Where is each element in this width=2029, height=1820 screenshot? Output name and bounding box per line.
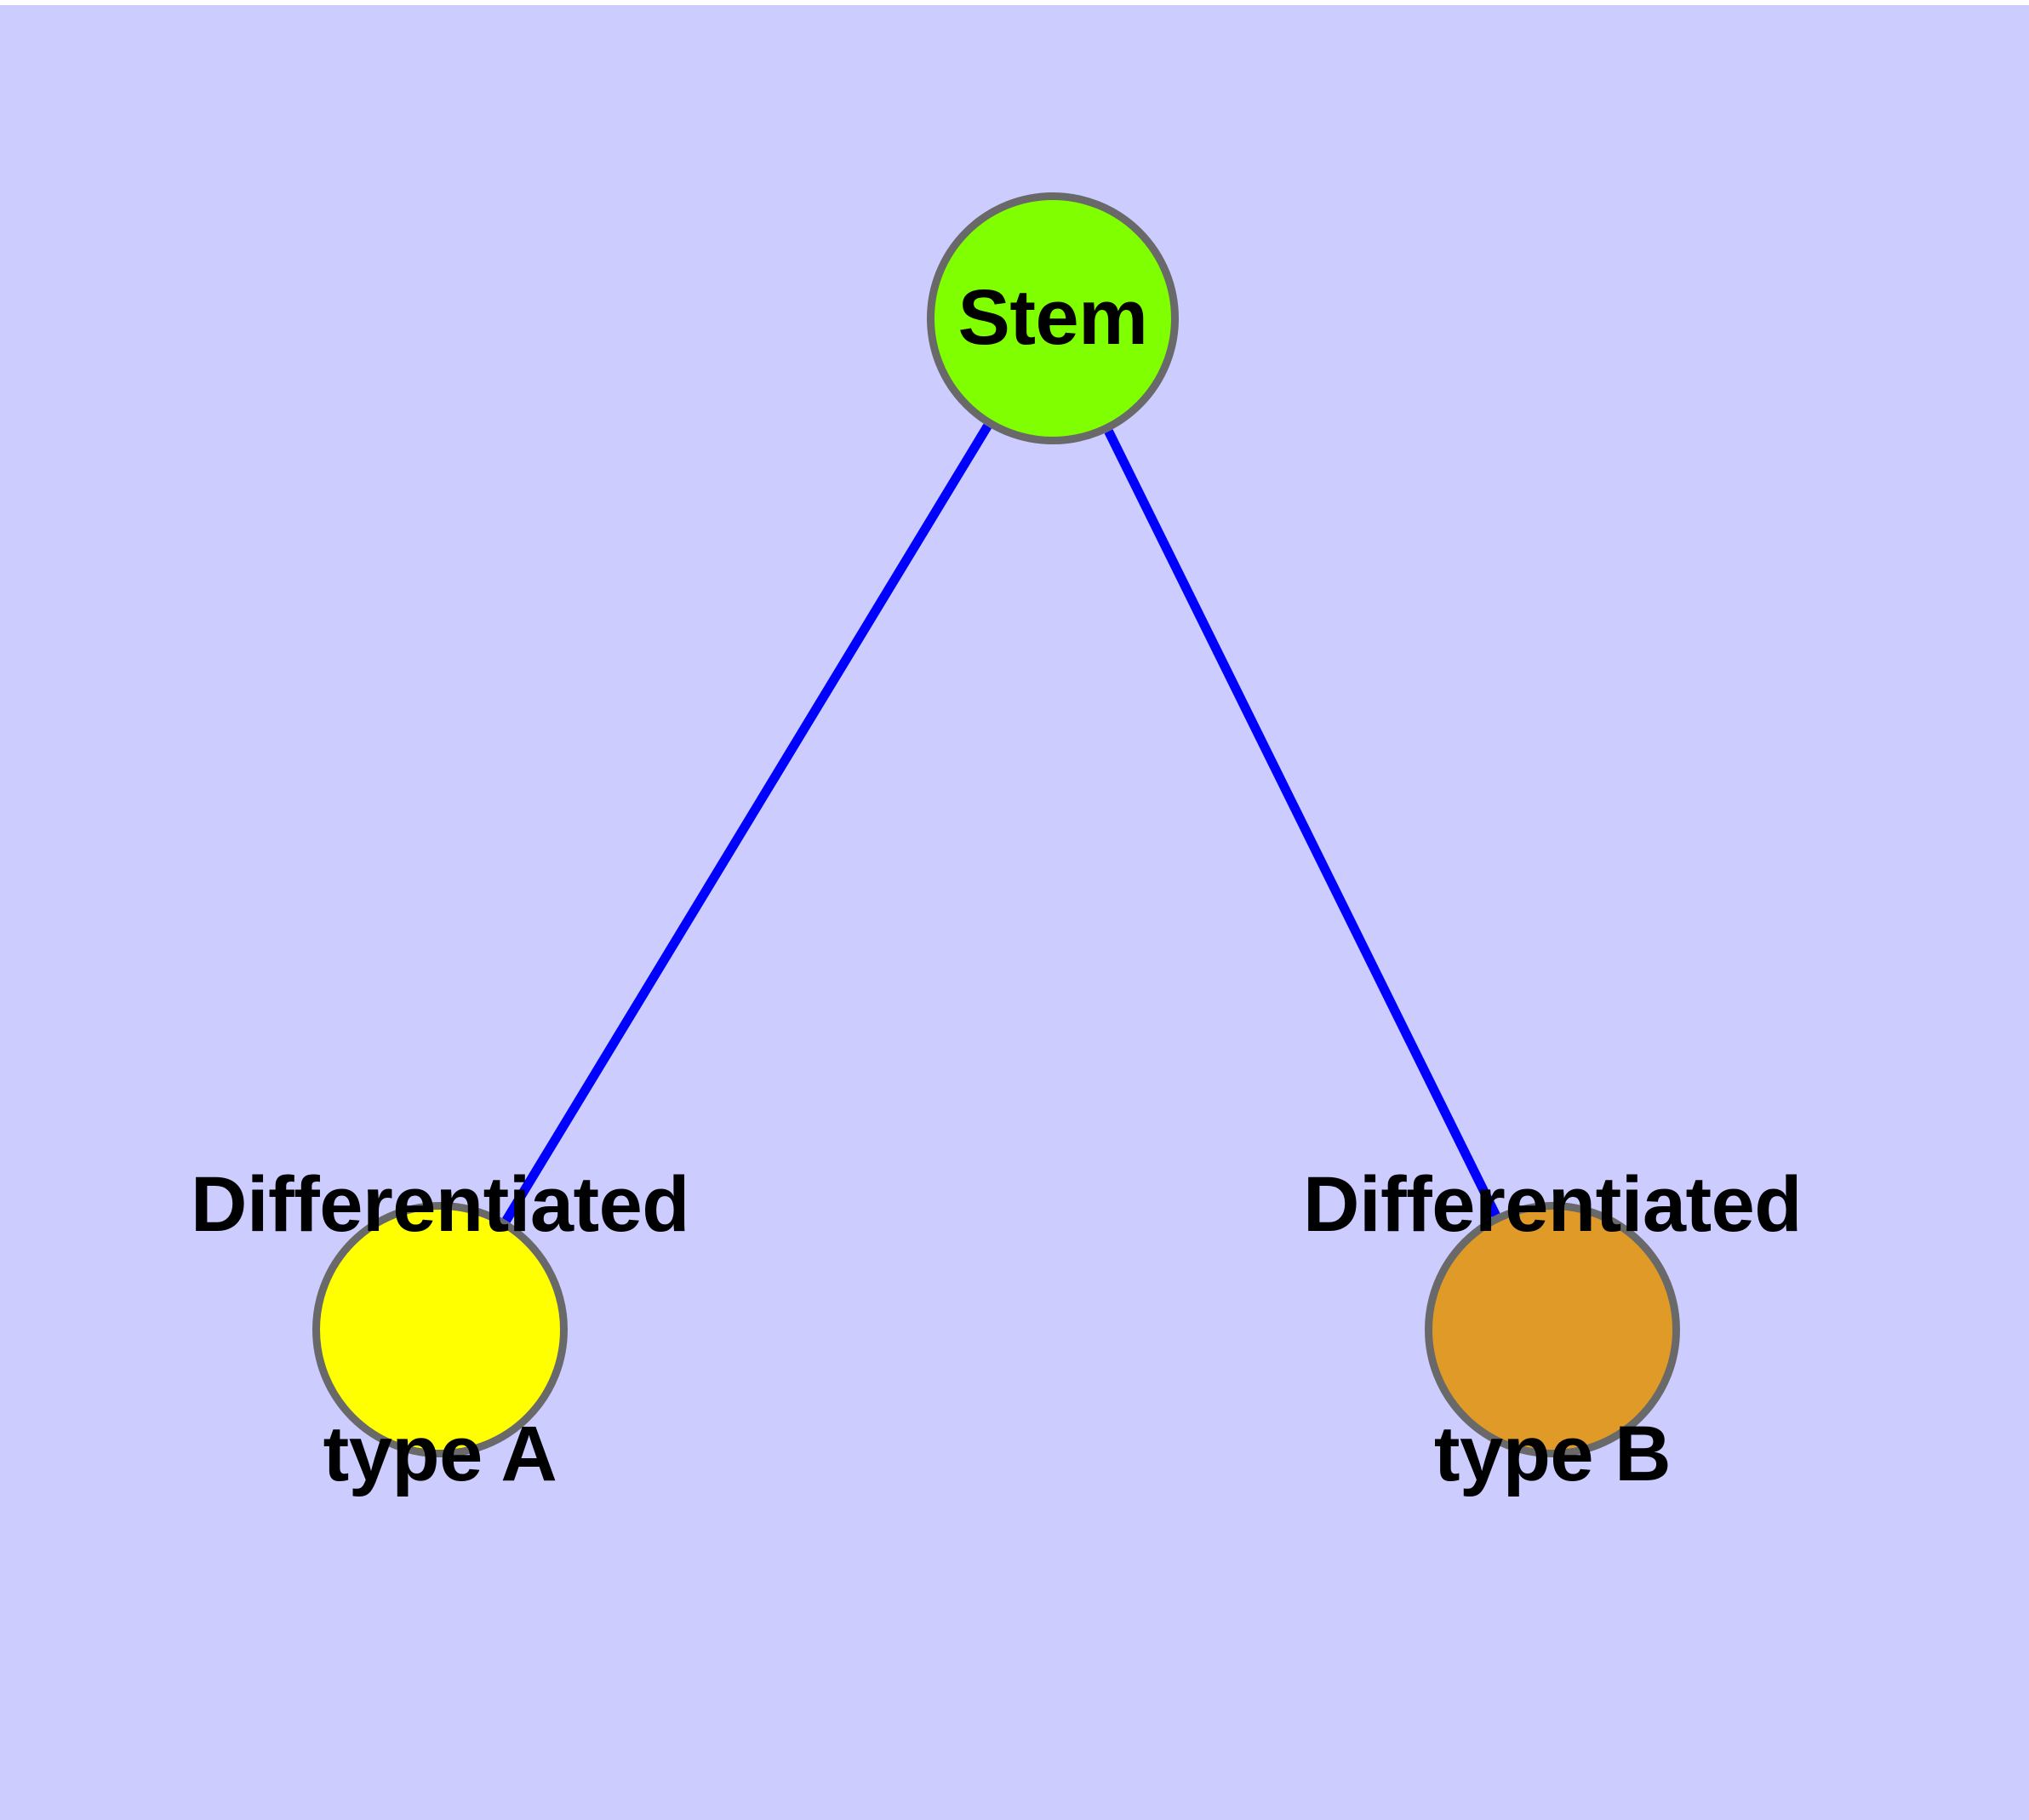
node-differentiated-type-b[interactable] [1425,1202,1680,1457]
edge-layer [502,423,1500,1223]
edge-stem-to-differentiated-type-a[interactable] [502,423,992,1223]
edge-stem-to-differentiated-type-b[interactable] [1104,429,1500,1217]
node-differentiated-type-a[interactable] [312,1202,568,1457]
node-stem[interactable] [927,192,1179,444]
node-layer [312,192,1680,1457]
